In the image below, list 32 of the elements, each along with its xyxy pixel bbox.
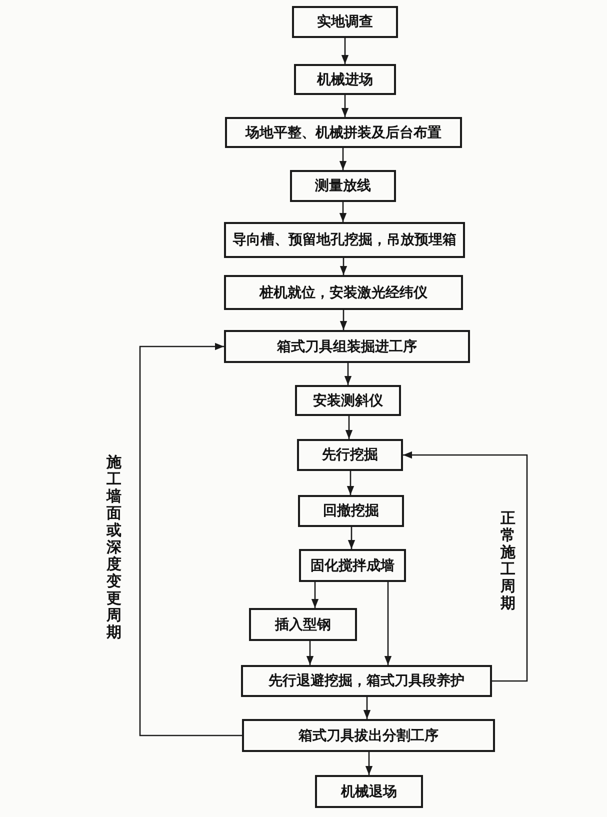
arrow [403, 451, 528, 682]
process-box: 箱式刀具组装掘进工序 [224, 330, 470, 363]
arrow [363, 697, 371, 719]
process-box: 桩机就位，安装激光经纬仪 [224, 275, 463, 310]
arrow [384, 582, 392, 665]
arrow [306, 641, 314, 665]
process-box: 机械退场 [315, 775, 423, 808]
arrow [346, 471, 354, 495]
arrow [345, 416, 353, 439]
process-box: 测量放线 [290, 170, 396, 202]
process-box: 场地平整、机械拼装及后台布置 [225, 117, 462, 148]
process-box: 回撤挖掘 [298, 495, 404, 527]
arrow [341, 38, 349, 64]
arrow [365, 752, 373, 775]
arrow [339, 202, 347, 222]
process-box: 箱式刀具拔出分割工序 [242, 719, 495, 752]
process-box: 固化搅拌成墙 [299, 549, 406, 582]
arrow [348, 527, 356, 549]
arrow [139, 342, 242, 736]
arrow [340, 258, 348, 275]
arrow [339, 148, 347, 170]
arrow [340, 310, 348, 330]
process-box: 安装测斜仪 [295, 385, 401, 416]
process-box: 先行退避挖掘，箱式刀具段养护 [241, 665, 492, 697]
process-box: 机械进场 [294, 64, 396, 95]
arrow [341, 95, 349, 117]
process-box: 先行挖掘 [297, 439, 403, 471]
arrow [344, 363, 352, 385]
process-box: 导向槽、预留地孔挖掘，吊放预埋箱 [224, 222, 465, 258]
process-box: 插入型钢 [249, 608, 357, 641]
arrow [311, 582, 319, 608]
process-box: 实地调查 [292, 6, 398, 38]
